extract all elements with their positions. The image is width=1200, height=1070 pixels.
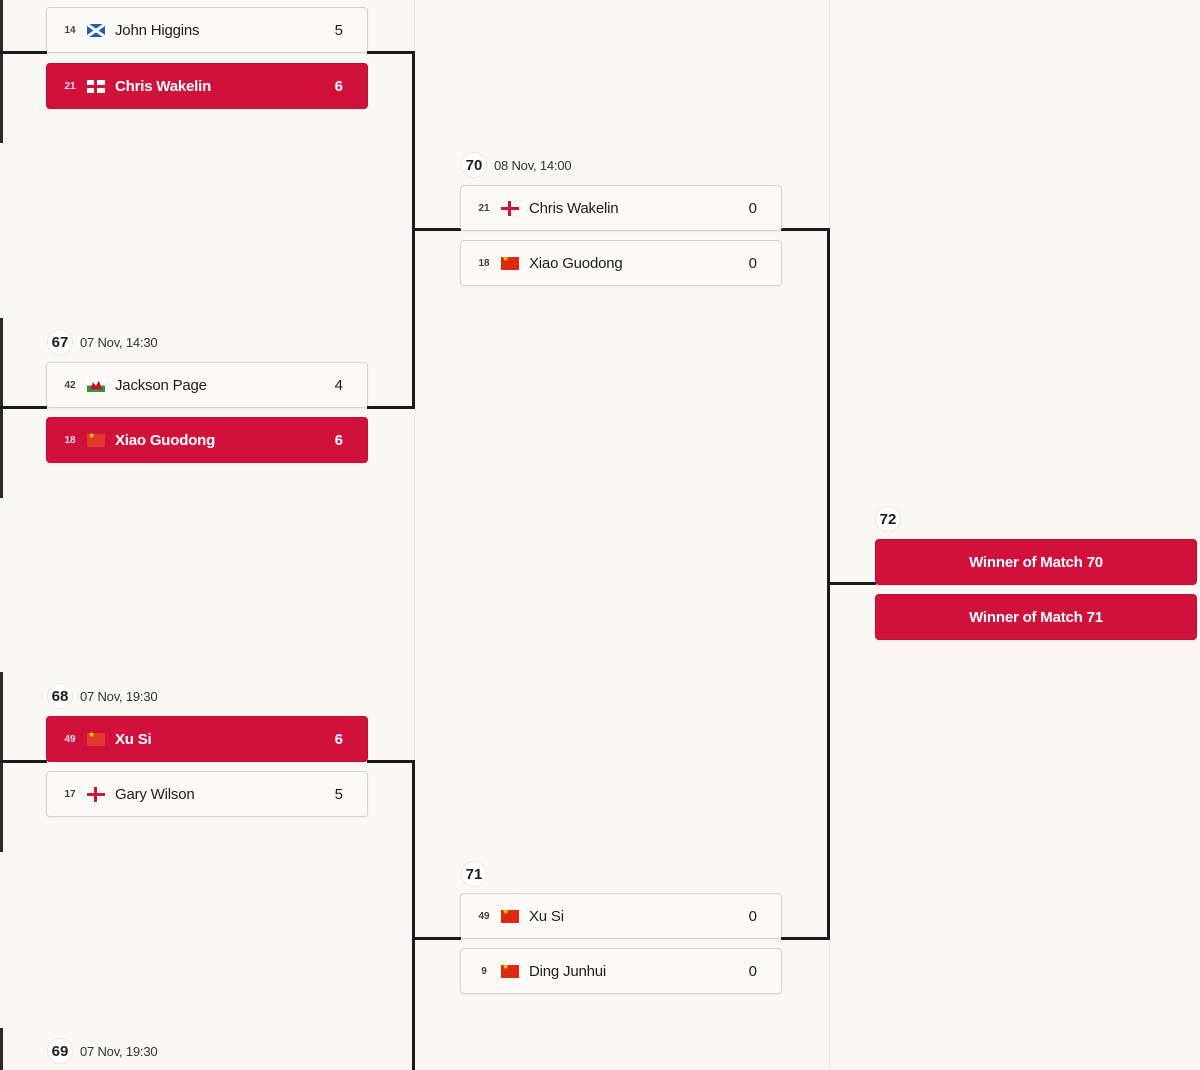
- match-number: 67: [48, 330, 72, 354]
- bracket-edge: [0, 1028, 3, 1070]
- bracket-connector: [0, 760, 47, 763]
- player-score: 6: [334, 431, 343, 449]
- match-date: 08 Nov, 14:00: [494, 157, 572, 173]
- player-name: Xiao Guodong: [529, 254, 623, 272]
- player-slot-john-higgins[interactable]: 14 John Higgins 5: [46, 7, 368, 53]
- match-date: 07 Nov, 14:30: [80, 334, 158, 350]
- wales-flag-icon: [87, 378, 105, 392]
- bracket-connector: [827, 582, 876, 585]
- player-name: Xu Si: [115, 730, 152, 748]
- china-flag-icon: [501, 962, 519, 978]
- china-flag-icon: [501, 254, 519, 270]
- player-score: 4: [334, 376, 343, 394]
- player-score: 0: [748, 254, 757, 272]
- match-header-70: 70 08 Nov, 14:00: [462, 152, 572, 178]
- seed-number: 9: [481, 965, 487, 977]
- seed-number: 14: [64, 24, 76, 36]
- match-number: 68: [48, 684, 72, 708]
- england-flag-icon: [87, 786, 105, 802]
- bracket-connector: [367, 760, 415, 763]
- player-score: 5: [334, 21, 343, 39]
- player-name: Chris Wakelin: [115, 77, 212, 95]
- placeholder-label: Winner of Match 71: [969, 608, 1103, 626]
- seed-number: 18: [64, 434, 76, 446]
- player-name: Chris Wakelin: [529, 199, 619, 217]
- bracket-connector: [367, 406, 415, 409]
- match-date: 07 Nov, 19:30: [80, 1043, 158, 1059]
- placeholder-slot-winner-71[interactable]: Winner of Match 71: [875, 594, 1197, 640]
- player-score: 5: [334, 785, 343, 803]
- match-number: 69: [48, 1039, 72, 1063]
- player-slot-chris-wakelin[interactable]: 21 Chris Wakelin 6: [46, 63, 368, 109]
- player-slot-chris-wakelin[interactable]: 21 Chris Wakelin 0: [460, 185, 782, 231]
- match-header-69: 69 07 Nov, 19:30: [48, 1038, 158, 1064]
- player-slot-jackson-page[interactable]: 42 Jackson Page 4: [46, 362, 368, 408]
- player-name: Xu Si: [529, 907, 564, 925]
- seed-number: 21: [478, 202, 490, 214]
- bracket-connector: [412, 760, 415, 1070]
- bracket-connector: [367, 51, 415, 54]
- seed-number: 21: [64, 80, 76, 92]
- match-header-68: 68 07 Nov, 19:30: [48, 683, 158, 709]
- player-score: 0: [748, 199, 757, 217]
- player-name: John Higgins: [115, 21, 200, 39]
- bracket-edge: [0, 0, 3, 143]
- player-slot-xu-si[interactable]: 49 Xu Si 0: [460, 893, 782, 939]
- bracket-connector: [0, 406, 47, 409]
- player-slot-xiao-guodong[interactable]: 18 Xiao Guodong 6: [46, 417, 368, 463]
- scotland-flag-icon: [87, 23, 105, 37]
- player-name: Jackson Page: [115, 376, 207, 394]
- column-separator: [414, 0, 415, 1070]
- match-header-67: 67 07 Nov, 14:30: [48, 329, 158, 355]
- seed-number: 17: [64, 788, 76, 800]
- england-flag-icon: [501, 200, 519, 216]
- player-name: Gary Wilson: [115, 785, 195, 803]
- player-score: 0: [748, 962, 757, 980]
- bracket-connector: [781, 228, 830, 231]
- england-flag-icon: [87, 78, 105, 94]
- match-number: 71: [462, 862, 486, 886]
- match-number: 72: [876, 507, 900, 531]
- placeholder-label: Winner of Match 70: [969, 553, 1103, 571]
- player-slot-xu-si[interactable]: 49 Xu Si 6: [46, 716, 368, 762]
- bracket-connector: [781, 937, 830, 940]
- placeholder-slot-winner-70[interactable]: Winner of Match 70: [875, 539, 1197, 585]
- bracket-connector: [412, 228, 461, 231]
- player-name: Ding Junhui: [529, 962, 607, 980]
- player-score: 6: [334, 77, 343, 95]
- seed-number: 49: [478, 910, 490, 922]
- match-number: 70: [462, 153, 486, 177]
- player-slot-xiao-guodong[interactable]: 18 Xiao Guodong 0: [460, 240, 782, 286]
- seed-number: 49: [64, 733, 76, 745]
- seed-number: 18: [478, 257, 490, 269]
- player-slot-gary-wilson[interactable]: 17 Gary Wilson 5: [46, 771, 368, 817]
- china-flag-icon: [501, 907, 519, 923]
- bracket-connector: [0, 51, 47, 54]
- match-date: 07 Nov, 19:30: [80, 688, 158, 704]
- seed-number: 42: [64, 379, 76, 391]
- player-score: 6: [334, 730, 343, 748]
- match-header-72: 72: [876, 506, 900, 532]
- china-flag-icon: [87, 730, 105, 746]
- bracket-connector: [412, 937, 461, 940]
- china-flag-icon: [87, 431, 105, 447]
- player-name: Xiao Guodong: [115, 431, 216, 449]
- match-header-71: 71: [462, 861, 486, 887]
- player-slot-ding-junhui[interactable]: 9 Ding Junhui 0: [460, 948, 782, 994]
- player-score: 0: [748, 907, 757, 925]
